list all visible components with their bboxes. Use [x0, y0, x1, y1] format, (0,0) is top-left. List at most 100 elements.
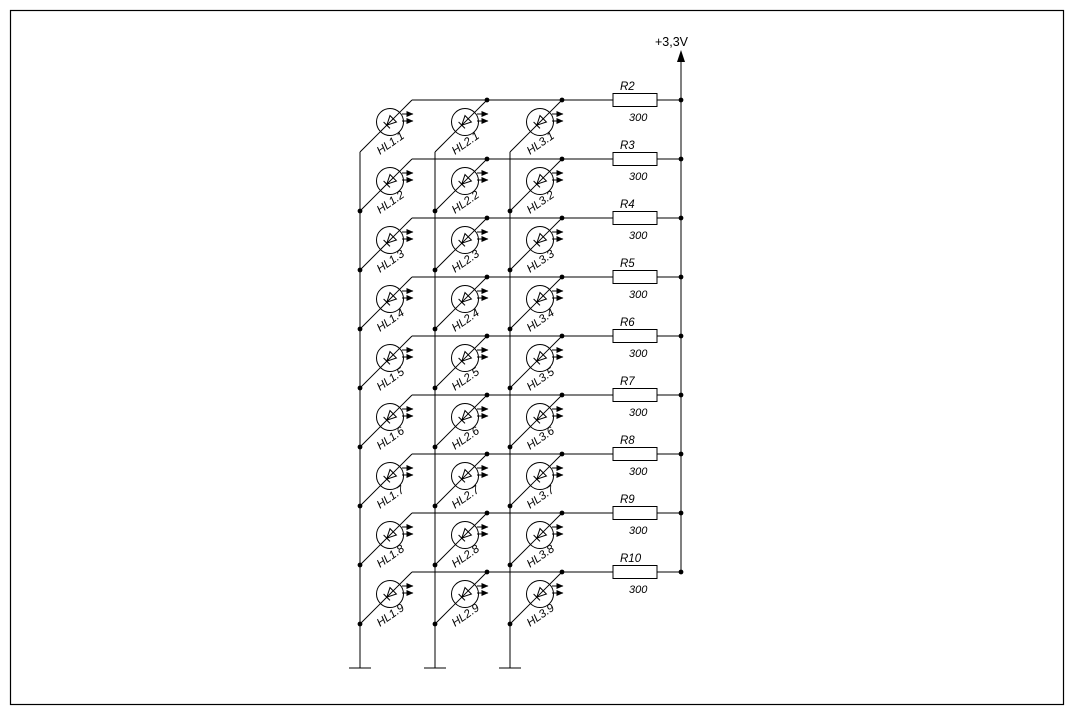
diode-cathode-bar: [533, 180, 541, 188]
resistor-name: R3: [620, 140, 635, 152]
row-R7: R7 300: [412, 376, 684, 419]
led-anode-wire: [399, 335, 413, 349]
resistor-body: [612, 388, 658, 402]
resistor-value: 300: [629, 348, 648, 360]
led-cathode-wire: [509, 544, 531, 566]
resistor-value: 300: [629, 466, 648, 478]
drawing-frame: [9, 9, 1065, 706]
resistor-value: 300: [629, 112, 648, 124]
diode-cathode-bar: [383, 121, 391, 129]
diode-axis: [380, 171, 400, 191]
led-HL1.9: HL1.9: [359, 571, 414, 629]
resistor-body: [612, 152, 658, 166]
led-HL1.3: HL1.3: [359, 217, 414, 275]
diode-triangle: [386, 527, 398, 539]
diode-axis: [530, 289, 550, 309]
led-HL2.4: HL2.4: [434, 276, 489, 334]
diode-cathode-bar: [533, 593, 541, 601]
led-anode-wire: [474, 335, 488, 349]
diode-axis: [530, 348, 550, 368]
led-HL1.2: HL1.2: [359, 158, 414, 216]
led-cathode-wire: [434, 485, 456, 507]
led-cathode-wire: [509, 603, 531, 625]
diode-cathode-bar: [383, 357, 391, 365]
led-cathode-wire: [509, 308, 531, 330]
junction-dot: [678, 274, 684, 280]
diode-cathode-bar: [383, 416, 391, 424]
column-line-3: [499, 152, 521, 669]
led-HL3.5: HL3.5: [509, 335, 564, 393]
diode-axis: [530, 466, 550, 486]
diode-axis: [455, 525, 475, 545]
diode-cathode-bar: [383, 298, 391, 306]
diode-triangle: [386, 291, 398, 303]
diode-triangle: [461, 114, 473, 126]
resistor-name: R10: [620, 553, 642, 565]
diode-triangle: [461, 232, 473, 244]
diode-triangle: [536, 527, 548, 539]
led-HL3.6: HL3.6: [509, 394, 564, 452]
column-line-2: [424, 152, 446, 669]
diode-cathode-bar: [458, 416, 466, 424]
diode-triangle: [461, 173, 473, 185]
resistor-name: R7: [620, 376, 635, 388]
resistor-value: 300: [629, 171, 648, 183]
led-HL3.9: HL3.9: [509, 571, 564, 629]
led-anode-wire: [474, 571, 488, 585]
diode-triangle: [386, 114, 398, 126]
led-HL1.1: HL1.1: [359, 99, 414, 157]
led-anode-wire: [399, 99, 413, 113]
led-cathode-wire: [509, 485, 531, 507]
diode-triangle: [386, 468, 398, 480]
diode-triangle: [386, 586, 398, 598]
diode-triangle: [461, 291, 473, 303]
led-cathode-wire: [509, 367, 531, 389]
diode-axis: [455, 112, 475, 132]
diode-triangle: [461, 468, 473, 480]
diode-axis: [530, 407, 550, 427]
led-HL3.7: HL3.7: [509, 453, 564, 511]
resistor-value: 300: [629, 407, 648, 419]
diode-cathode-bar: [458, 534, 466, 542]
diode-cathode-bar: [458, 593, 466, 601]
junction-dot: [678, 392, 684, 398]
led-cathode-wire: [509, 249, 531, 271]
diode-cathode-bar: [383, 534, 391, 542]
diode-axis: [530, 230, 550, 250]
diode-cathode-bar: [458, 180, 466, 188]
resistor-name: R6: [620, 317, 635, 329]
resistor-body: [612, 447, 658, 461]
led-cathode-wire: [359, 190, 381, 212]
diode-axis: [380, 230, 400, 250]
led-anode-wire: [399, 158, 413, 172]
diode-cathode-bar: [533, 475, 541, 483]
resistor-body: [612, 565, 658, 579]
led-HL1.6: HL1.6: [359, 394, 414, 452]
junction-dot: [678, 451, 684, 457]
led-anode-wire: [474, 99, 488, 113]
diode-cathode-bar: [533, 121, 541, 129]
diode-cathode-bar: [533, 534, 541, 542]
diode-cathode-bar: [458, 298, 466, 306]
junction-dot: [678, 156, 684, 162]
led-HL2.1: HL2.1: [434, 99, 489, 157]
led-HL1.8: HL1.8: [359, 512, 414, 570]
diode-triangle: [386, 409, 398, 421]
led-HL1.7: HL1.7: [359, 453, 414, 511]
led-HL3.3: HL3.3: [509, 217, 564, 275]
diode-axis: [455, 407, 475, 427]
junction-dot: [678, 510, 684, 516]
led-anode-wire: [474, 276, 488, 290]
led-cathode-wire: [359, 426, 381, 448]
diode-axis: [380, 112, 400, 132]
led-cathode-wire: [434, 131, 456, 153]
led-HL2.8: HL2.8: [434, 512, 489, 570]
led-HL3.1: HL3.1: [509, 99, 564, 157]
diode-cathode-bar: [533, 357, 541, 365]
diode-axis: [380, 348, 400, 368]
diode-axis: [530, 171, 550, 191]
resistor-body: [612, 211, 658, 225]
resistor-name: R9: [620, 494, 635, 506]
led-HL2.3: HL2.3: [434, 217, 489, 275]
led-cathode-wire: [434, 308, 456, 330]
